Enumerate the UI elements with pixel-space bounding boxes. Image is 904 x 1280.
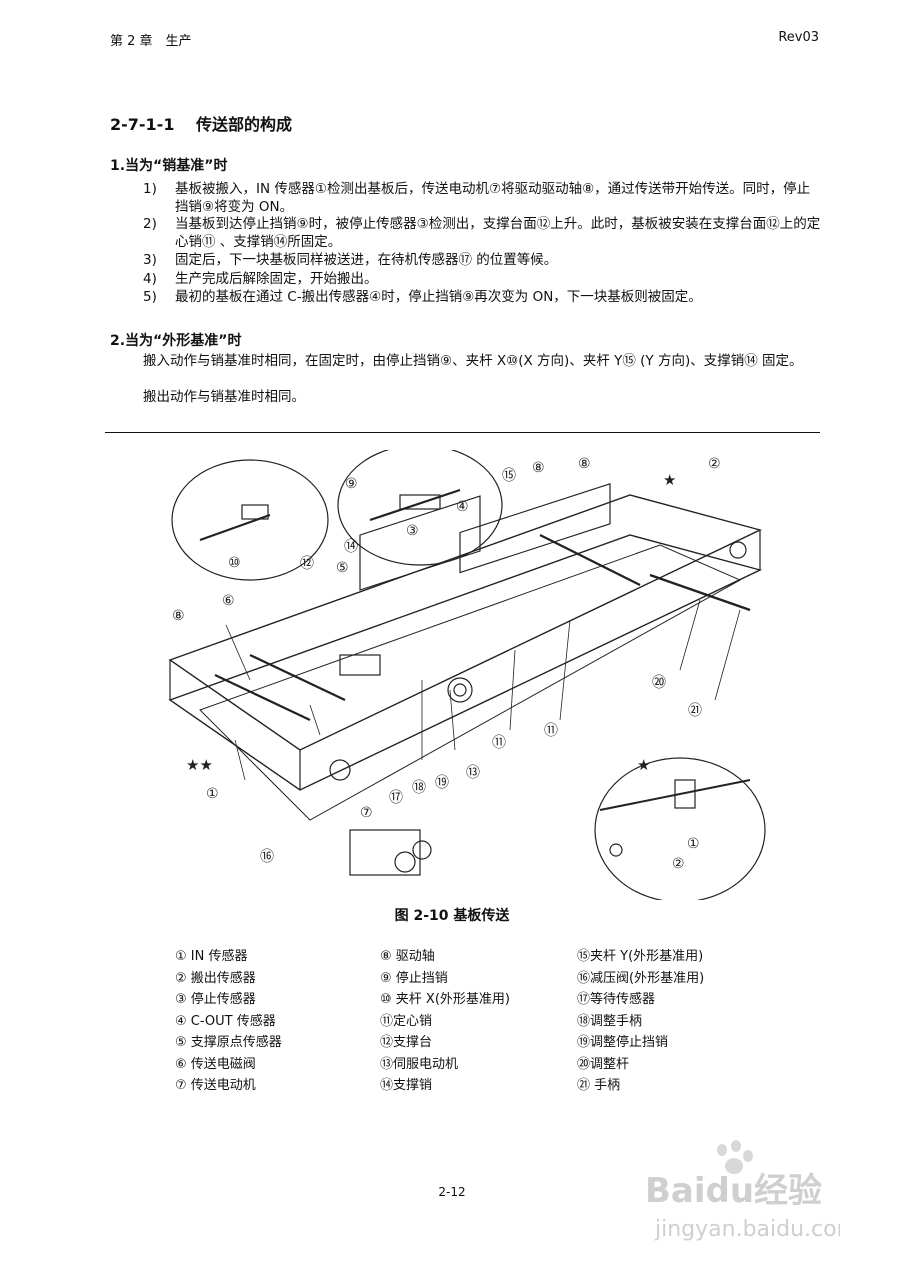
callout-5: ⑤ [336, 560, 349, 576]
callout-8: ⑧ [532, 460, 545, 476]
list-item-text: 固定后，下一块基板同样被送进，在待机传感器⑰ 的位置等候。 [175, 252, 558, 268]
star-marker: ★★ [186, 756, 213, 774]
list-item-number: 2) [143, 216, 157, 232]
baidu-watermark: Baidu经验 jingyan.baidu.com [645, 1140, 840, 1242]
drive-shaft [539, 534, 641, 586]
legend-item: ⑲调整停止挡销 [577, 1035, 669, 1050]
callout-4: ④ [456, 499, 469, 515]
list-item: 4) 生产完成后解除固定，开始搬出。 [143, 270, 823, 288]
callout-10: ⑩ [228, 555, 241, 571]
list-item-number: 5) [143, 289, 157, 305]
list-item-text: 当基板到达停止挡销⑨时，被停止传感器③检测出，支撑台面⑫上升。此时，基板被安装在… [175, 216, 821, 250]
list-item-text: 基板被搬入，IN 传感器①检测出基板后，传送电动机⑦将驱动驱动轴⑧，通过传送带开… [175, 181, 811, 215]
legend-item: ⑰等待传感器 [577, 992, 656, 1007]
legend-item: ⑥ 传送电磁阀 [175, 1056, 256, 1072]
header-revision: Rev03 [778, 30, 819, 45]
conveyor-base [199, 544, 742, 821]
section-title: 2-7-1-1 传送部的构成 [110, 115, 293, 134]
legend-item: ㉑ 手柄 [577, 1078, 621, 1093]
callout-12: ⑫ [300, 556, 314, 572]
callout-13: ⑬ [466, 765, 480, 781]
callout-20: ⑳ [652, 675, 666, 691]
callout-7: ⑦ [360, 805, 373, 821]
legend-item: ④ C-OUT 传感器 [175, 1013, 276, 1029]
list-item: 5) 最初的基板在通过 C-搬出传感器④时，停止挡销⑨再次变为 ON，下一块基板… [143, 288, 823, 306]
subsection-title-1: 1.当为“销基准”时 [110, 158, 228, 174]
callout-3: ③ [406, 523, 419, 539]
conveyor-diagram: ⑨ ④ ③ ⑩ ⑮ ⑧ ⑧ ② ⑭ ⑤ ⑥ ⑧ ⑫ ⑳ ㉑ ⑪ ⑪ ⑬ ⑲ ⑱ … [168, 450, 766, 900]
callout-21: ㉑ [688, 703, 702, 719]
callout-6: ⑥ [222, 593, 235, 609]
list-item-number: 4) [143, 271, 157, 287]
paragraph: 搬出动作与销基准时相同。 [143, 389, 305, 405]
callout-8: ⑧ [172, 608, 185, 624]
detail-circle-stopper [337, 450, 503, 566]
legend-item: ② 搬出传感器 [175, 970, 256, 986]
star-marker: ★ [663, 471, 676, 489]
callout-2: ② [708, 456, 721, 472]
list-item-number: 3) [143, 252, 157, 268]
callout-15: ⑮ [502, 468, 516, 484]
legend-item: ⑫支撑台 [380, 1035, 433, 1050]
support-table [359, 495, 481, 591]
list-item-text: 生产完成后解除固定，开始搬出。 [175, 271, 378, 287]
callout-17: ⑰ [389, 790, 403, 806]
header-chapter: 第 2 章 生产 [110, 34, 192, 49]
servo-motor [447, 677, 473, 703]
watermark-url: jingyan.baidu.com [654, 1217, 840, 1242]
callout-18: ⑱ [412, 780, 426, 796]
support-table-upper [459, 482, 611, 574]
legend-item: ⑱调整手柄 [577, 1013, 643, 1029]
legend-item: ⑩ 夹杆 X(外形基准用) [380, 992, 510, 1007]
legend-item: ⑪定心销 [380, 1013, 433, 1029]
callout-16: ⑯ [260, 849, 274, 865]
divider [105, 432, 820, 433]
callout-2: ② [672, 856, 685, 872]
callout-1: ① [687, 836, 700, 852]
legend-item: ⑭支撑销 [380, 1078, 433, 1093]
figure-caption: 图 2-10 基板传送 [394, 908, 510, 924]
list-item-text: 最初的基板在通过 C-搬出传感器④时，停止挡销⑨再次变为 ON，下一块基板则被固… [175, 289, 702, 305]
subsection-title-2: 2.当为“外形基准”时 [110, 333, 242, 349]
detail-circle-clamp-x [171, 459, 329, 581]
reducer-valve [349, 829, 421, 876]
callout-11: ⑪ [544, 723, 558, 739]
legend-item: ⑬伺服电动机 [380, 1056, 459, 1072]
list-item: 2) 当基板到达停止挡销⑨时，被停止传感器③检测出，支撑台面⑫上升。此时，基板被… [143, 215, 823, 251]
drive-shaft [249, 654, 346, 701]
adjust-rod [649, 573, 751, 612]
callout-14: ⑭ [344, 539, 358, 555]
legend-item: ⑦ 传送电动机 [175, 1078, 256, 1093]
paragraph: 搬入动作与销基准时相同，在固定时，由停止挡销⑨、夹杆 X⑩(X 方向)、夹杆 Y… [143, 353, 803, 369]
callout-8: ⑧ [578, 456, 591, 472]
callout-1: ① [206, 786, 219, 802]
legend-item: ⑮夹杆 Y(外形基准用) [577, 949, 704, 964]
star-marker: ★ [637, 756, 650, 774]
legend-item: ⑤ 支撑原点传感器 [175, 1035, 282, 1050]
list-item-number: 1) [143, 181, 157, 197]
legend-item: ⑨ 停止挡销 [380, 970, 448, 986]
page-number: 2-12 [438, 1185, 466, 1199]
conveyor-motor [329, 759, 351, 781]
legend-item: ⑯减压阀(外形基准用) [577, 970, 705, 986]
legend-item: ① IN 传感器 [175, 949, 248, 964]
legend-item: ③ 停止传感器 [175, 992, 256, 1007]
conveyor-rail-back [168, 534, 763, 791]
conveyor-motor-rear [729, 541, 747, 559]
list-item: 1) 基板被搬入，IN 传感器①检测出基板后，传送电动机⑦将驱动驱动轴⑧，通过传… [143, 180, 823, 216]
legend-item: ⑧ 驱动轴 [380, 949, 435, 964]
legend-item: ⑳调整杆 [577, 1056, 630, 1072]
watermark-brand: Baidu经验 [645, 1171, 822, 1211]
callout-19: ⑲ [435, 775, 449, 791]
callout-11: ⑪ [492, 735, 506, 751]
detail-circle-out-sensor [594, 757, 766, 900]
callout-9: ⑨ [345, 476, 358, 492]
list-item: 3) 固定后，下一块基板同样被送进，在待机传感器⑰ 的位置等候。 [143, 251, 823, 269]
solenoid-valve [339, 654, 381, 676]
drive-shaft [214, 674, 311, 721]
